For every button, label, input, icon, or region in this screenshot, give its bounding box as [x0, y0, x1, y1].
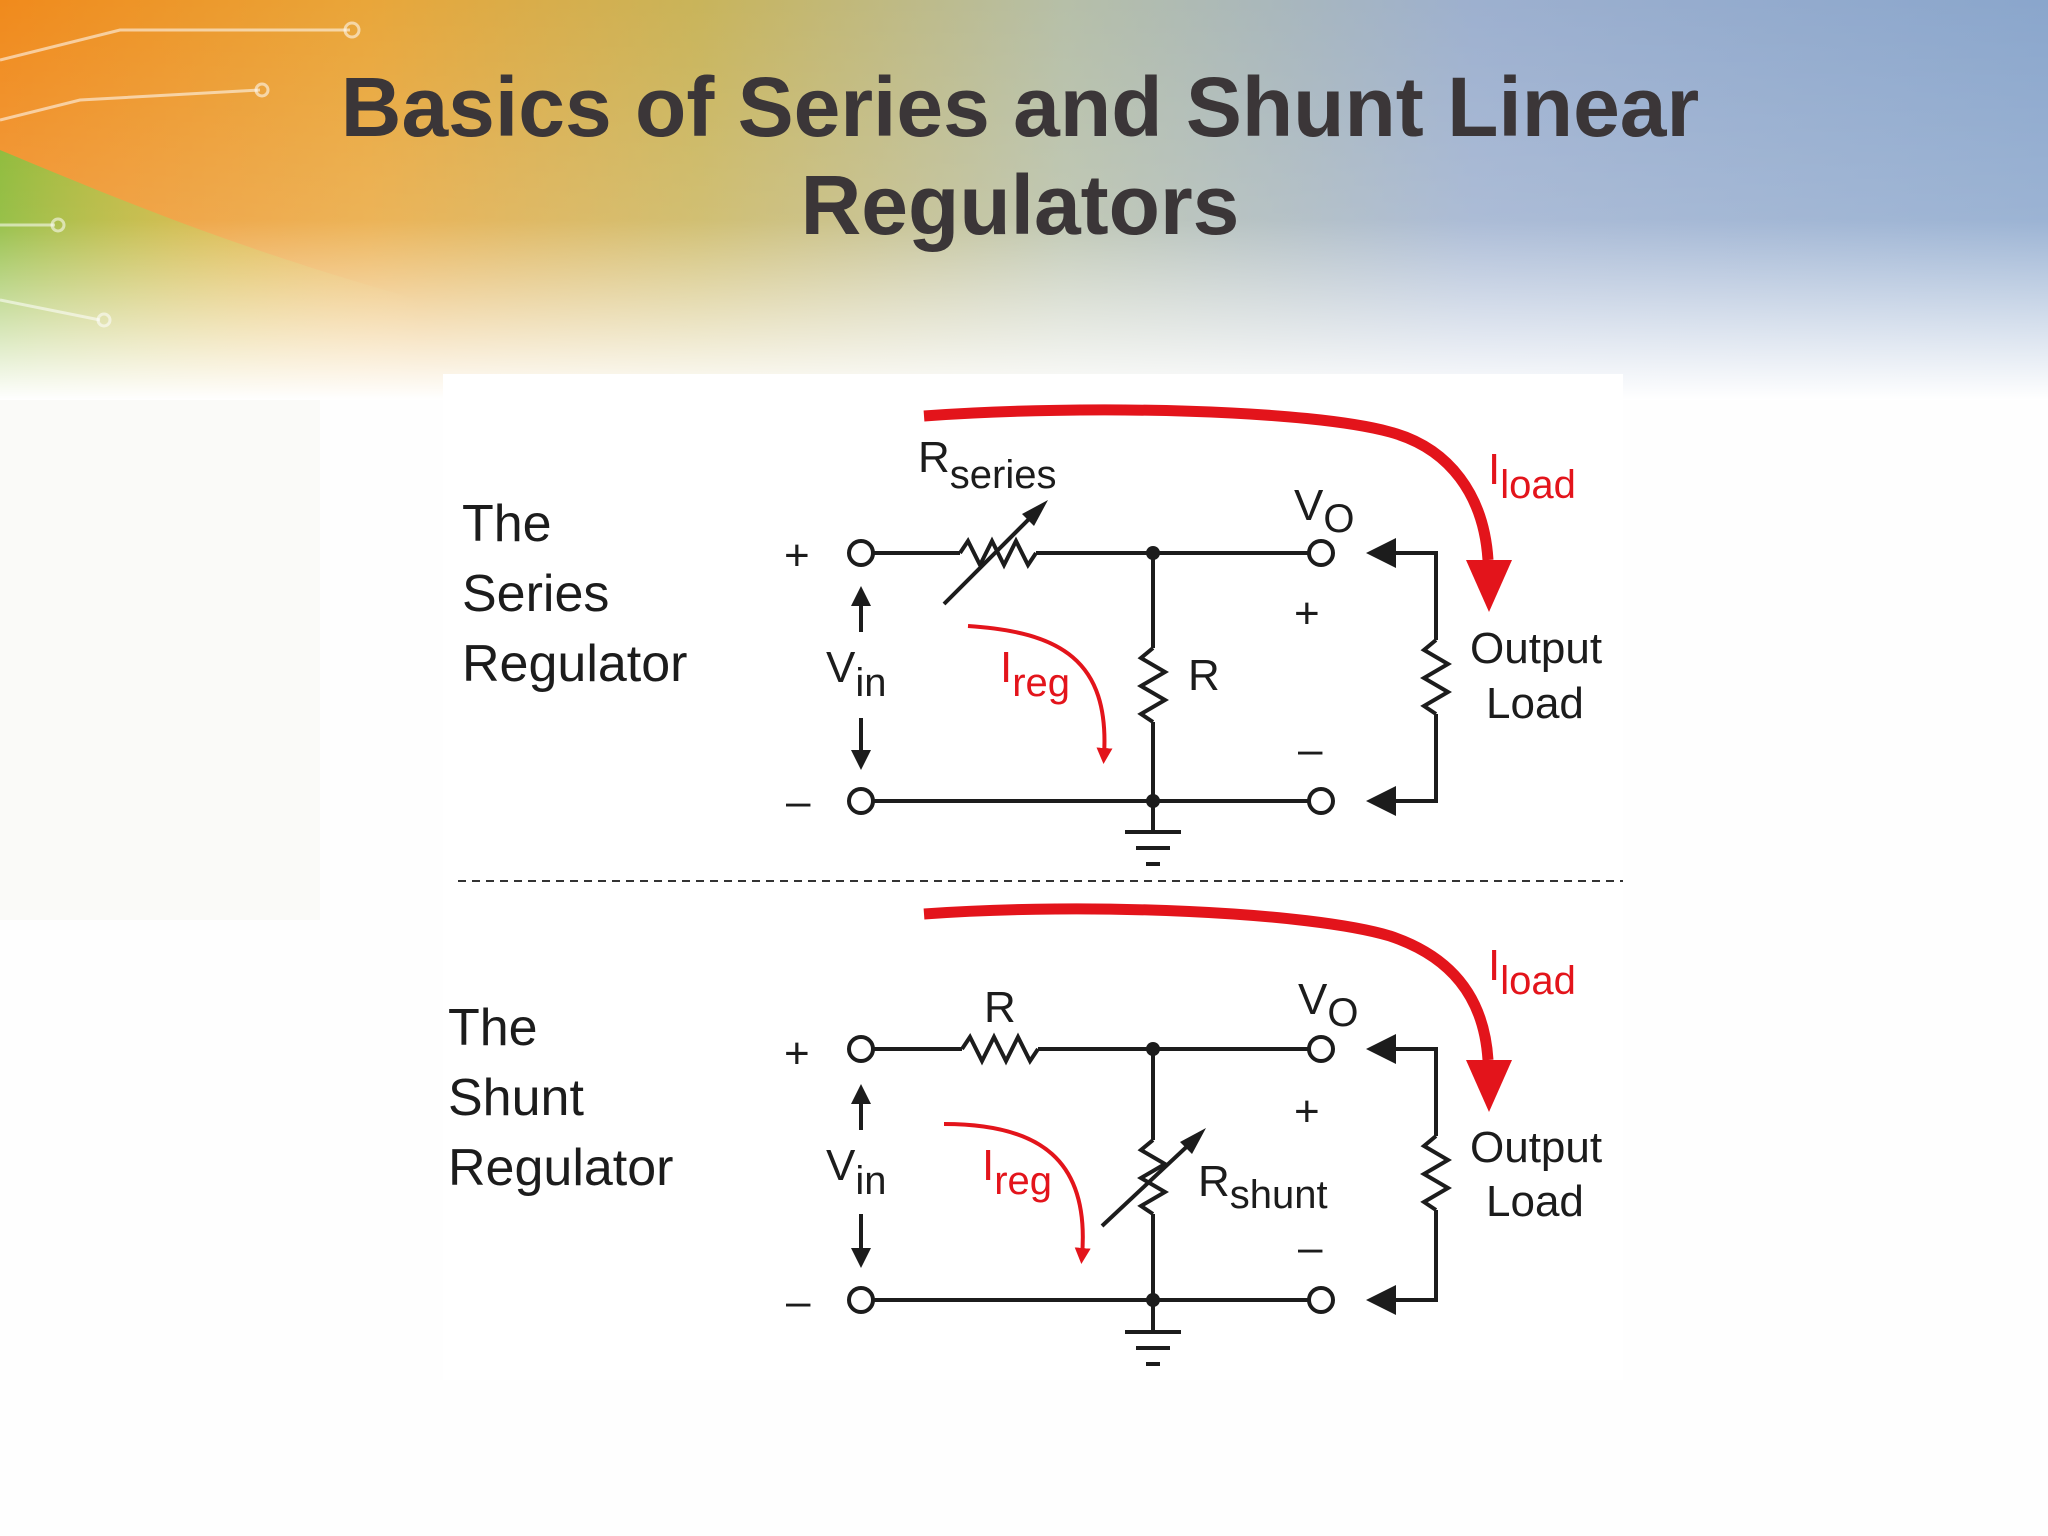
series-iload-arrow [923, 404, 1494, 561]
shunt-input-minus-terminal [847, 1286, 875, 1314]
series-regulator-circuit: The Series Regulator + – [462, 404, 1602, 866]
series-caption-line3: Regulator [462, 635, 687, 693]
shunt-rshunt-zigzag [1137, 1138, 1169, 1216]
shunt-output-minus-terminal [1307, 1286, 1335, 1314]
series-r-zigzag [1137, 646, 1169, 724]
series-load-zigzag [1420, 638, 1452, 716]
series-variable-arrow-line [942, 508, 1040, 606]
series-r-label: R [1188, 651, 1220, 700]
series-iload-label: Iload [1488, 445, 1576, 507]
shunt-bottom-node [1146, 1293, 1160, 1307]
series-caption-line2: Series [462, 565, 609, 623]
shunt-load-arrow-top [1366, 1034, 1396, 1064]
series-variable-arrow-head [1022, 500, 1048, 526]
shunt-variable-arrow-head [1180, 1128, 1206, 1154]
shunt-top-node [1146, 1042, 1160, 1056]
series-vin-label: Vin [826, 643, 887, 705]
shunt-ireg-label: Ireg [982, 1141, 1052, 1203]
shunt-load-wire-bottom [1372, 1210, 1438, 1302]
shunt-rshunt-label: Rshunt [1198, 1157, 1328, 1217]
shunt-load-label-line2: Load [1486, 1177, 1584, 1226]
series-top-node [1146, 546, 1160, 560]
series-load-arrow-top [1366, 538, 1396, 568]
shunt-input-plus-terminal [847, 1035, 875, 1063]
shunt-input-plus: + [784, 1029, 810, 1078]
series-iload-arrow-head [1466, 560, 1512, 612]
series-output-minus: – [1298, 725, 1323, 774]
slide-title: Basics of Series and Shunt Linear Regula… [340, 60, 1700, 252]
series-load-wire-top [1372, 551, 1438, 640]
series-load-wire-bottom [1372, 714, 1438, 803]
series-input-minus: – [786, 777, 811, 826]
shunt-iload-arrow-head [1466, 1060, 1512, 1112]
series-vo-label: VO [1294, 481, 1354, 541]
series-vo-terminal [1307, 539, 1335, 567]
shunt-load-arrow-bottom [1366, 1285, 1396, 1315]
series-caption-line1: The [462, 495, 552, 553]
series-ireg-arrow [967, 624, 1113, 764]
shunt-caption-line3: Regulator [448, 1139, 673, 1197]
series-input-plus: + [784, 531, 810, 580]
shunt-r-label: R [984, 983, 1016, 1032]
series-input-plus-terminal [847, 539, 875, 567]
series-ireg-label: Ireg [1000, 643, 1070, 705]
series-load-label-line2: Load [1486, 679, 1584, 728]
shunt-variable-arrow-line [1100, 1136, 1198, 1228]
shunt-vo-label: VO [1298, 975, 1358, 1035]
shunt-regulator-circuit: The Shunt Regulator + – [448, 903, 1602, 1366]
shunt-vin-label: Vin [826, 1141, 887, 1203]
shunt-caption-line1: The [448, 999, 538, 1057]
shunt-ireg-arrow [943, 1122, 1091, 1264]
series-load-label-line1: Output [1470, 624, 1602, 673]
series-output-plus: + [1294, 589, 1320, 638]
shunt-input-minus: – [786, 1277, 811, 1326]
shunt-caption-line2: Shunt [448, 1069, 584, 1127]
shunt-iload-label: Iload [1488, 941, 1576, 1003]
series-load-arrow-bottom [1366, 786, 1396, 816]
shunt-vo-terminal [1307, 1035, 1335, 1063]
series-rseries-zigzag [958, 536, 1038, 570]
series-rseries-label: Rseries [918, 433, 1056, 497]
shunt-output-plus: + [1294, 1087, 1320, 1136]
shunt-iload-arrow [923, 903, 1494, 1061]
series-bottom-node [1146, 794, 1160, 808]
shunt-r-zigzag [960, 1032, 1040, 1066]
diagram-panel [443, 374, 1623, 1380]
shunt-load-wire-top [1372, 1047, 1438, 1136]
shunt-load-label-line1: Output [1470, 1123, 1602, 1172]
series-input-minus-terminal [847, 787, 875, 815]
series-output-minus-terminal [1307, 787, 1335, 815]
shunt-load-zigzag [1420, 1134, 1452, 1212]
shunt-output-minus: – [1298, 1223, 1323, 1272]
